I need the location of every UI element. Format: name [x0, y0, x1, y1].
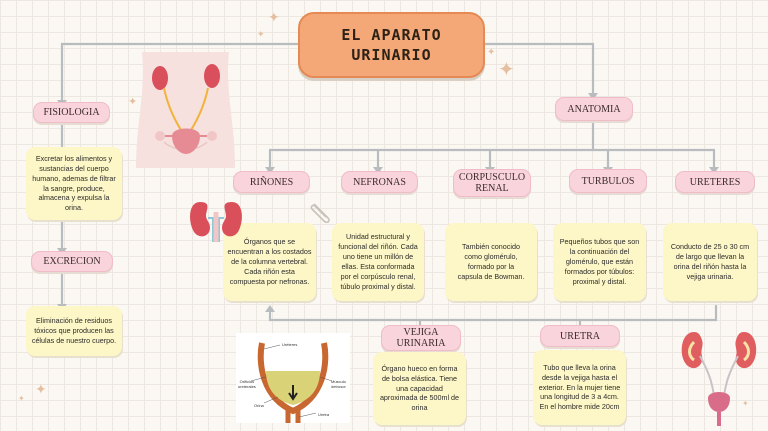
sparkle-icon: ✦ [18, 394, 25, 403]
rinones-label: RIÑONES [233, 171, 310, 193]
bladder-label-urethra: Uretra [318, 412, 330, 417]
excrecion-text: Eliminación de residuos tóxicos que prod… [26, 306, 122, 356]
fisiologia-text: Excretar los alimentos y sustancias del … [26, 147, 122, 220]
sparkle-icon: ✦ [128, 96, 138, 108]
bladder-label-muscle: Músculo detrusor [331, 379, 346, 389]
urinary-tract-illustration [681, 332, 757, 426]
urinary-system-body-illustration [136, 52, 235, 168]
turbulos-text: Pequeños tubos que son la continuación d… [553, 223, 646, 301]
paperclip-icon [310, 203, 330, 224]
kidneys-icon [190, 202, 242, 242]
ureteres-text: Conducto de 25 o 30 cm de largo que llev… [663, 223, 757, 301]
sparkle-icon: ✦ [487, 47, 496, 58]
nefronas-text: Unidad estructural y funcional del riñón… [332, 223, 424, 301]
turbulos-label: TURBULOS [569, 169, 647, 193]
excrecion-label: EXCRECION [31, 251, 113, 272]
vejiga-urinaria-label: VEJIGA URINARIA [381, 325, 461, 351]
anatomia-label: ANATOMIA [555, 97, 633, 121]
rinones-text: Órganos que se encuentran a los costados… [223, 223, 316, 301]
bladder-label-urine: Orina [254, 403, 264, 408]
sparkle-icon: ✦ [35, 381, 47, 397]
uretra-text: Tubo que lleva la orina desde la vejiga … [533, 350, 626, 425]
bladder-diagram: Uréteres Orificios ureterales Orina Músc… [236, 333, 350, 423]
fisiologia-label: FISIOLOGIA [33, 102, 110, 123]
bladder-label-orifices: Orificios ureterales [238, 379, 256, 389]
sparkle-icon: ✦ [268, 9, 280, 25]
main-title: EL APARATO URINARIO [298, 12, 485, 78]
nefronas-label: NEFRONAS [341, 171, 418, 193]
uretra-label: URETRA [540, 325, 620, 347]
bladder-label-ureters: Uréteres [282, 342, 298, 347]
sparkle-icon: ✦ [742, 399, 749, 408]
ureteres-label: URETERES [675, 171, 755, 193]
sparkle-icon: ✦ [257, 29, 265, 39]
vejiga-urinaria-text: Órgano hueco en forma de bolsa elástica.… [373, 352, 466, 425]
corpusculo-renal-text: También conocido como glomérulo, formado… [445, 223, 537, 301]
corpusculo-renal-label: CORPUSCULO RENAL [453, 169, 531, 197]
sparkle-icon: ✦ [498, 59, 515, 81]
